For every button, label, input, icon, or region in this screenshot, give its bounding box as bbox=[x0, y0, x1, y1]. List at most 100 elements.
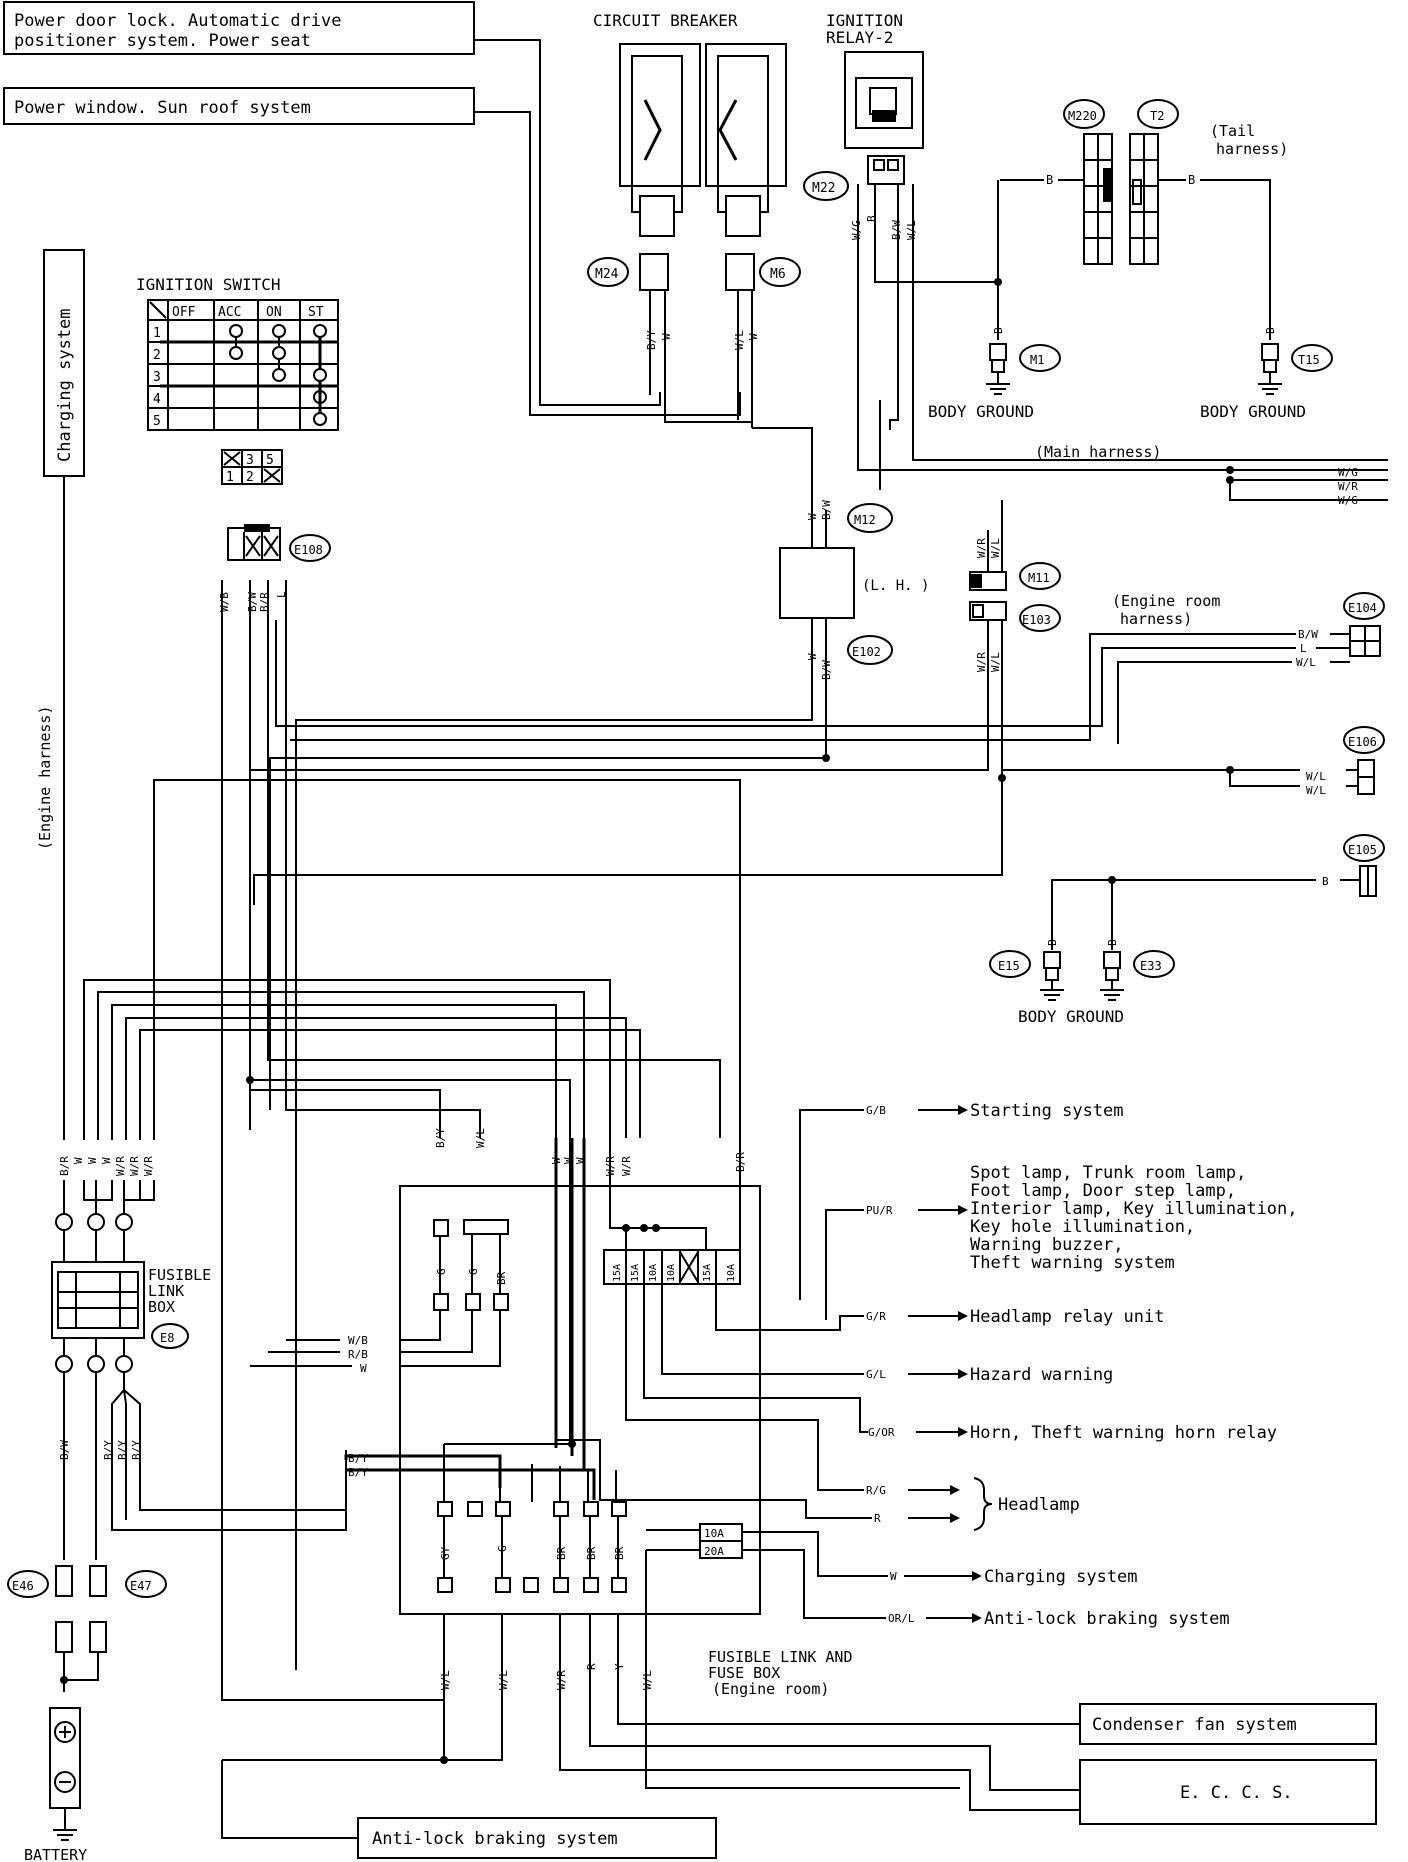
svg-text:B/Y: B/Y bbox=[645, 330, 658, 350]
svg-text:Headlamp relay unit: Headlamp relay unit bbox=[970, 1307, 1164, 1327]
svg-text:W: W bbox=[660, 333, 673, 340]
svg-text:E103: E103 bbox=[1022, 613, 1051, 627]
svg-text:R/G: R/G bbox=[866, 1484, 886, 1497]
svg-text:B: B bbox=[1046, 173, 1053, 187]
svg-text:M6: M6 bbox=[770, 267, 786, 282]
connector-m220: M220 bbox=[1063, 99, 1113, 265]
svg-text:W/L: W/L bbox=[733, 330, 746, 350]
svg-text:R: R bbox=[585, 1663, 598, 1670]
svg-text:BODY GROUND: BODY GROUND bbox=[1018, 1007, 1124, 1026]
svg-text:B/Y: B/Y bbox=[348, 1466, 368, 1479]
connector-e105: E105 B bbox=[1322, 834, 1385, 897]
svg-text:Spot lamp, Trunk room lamp,: Spot lamp, Trunk room lamp, bbox=[970, 1163, 1246, 1183]
connector-m11: M11 bbox=[969, 562, 1061, 591]
svg-text:ST: ST bbox=[308, 305, 324, 320]
svg-text:W/G: W/G bbox=[850, 220, 863, 240]
connector-t2: T2 bbox=[1129, 99, 1179, 265]
svg-text:BR: BR bbox=[495, 1271, 508, 1285]
svg-text:15A: 15A bbox=[612, 1264, 623, 1282]
charging-system-side-box: Charging system bbox=[43, 249, 85, 477]
svg-text:Anti-lock braking system: Anti-lock braking system bbox=[984, 1609, 1230, 1629]
svg-text:E108: E108 bbox=[294, 543, 323, 557]
svg-text:PU/R: PU/R bbox=[866, 1204, 893, 1217]
svg-text:2: 2 bbox=[246, 470, 254, 485]
pin-grid: 3 5 1 2 bbox=[221, 449, 283, 485]
svg-text:W/L: W/L bbox=[641, 1670, 654, 1690]
svg-text:M12: M12 bbox=[854, 513, 876, 527]
svg-text:T15: T15 bbox=[1298, 353, 1320, 367]
svg-text:E102: E102 bbox=[852, 645, 881, 659]
svg-text:W: W bbox=[574, 1157, 587, 1164]
svg-text:1: 1 bbox=[226, 470, 234, 485]
svg-text:E106: E106 bbox=[1348, 735, 1377, 749]
svg-text:harness): harness) bbox=[1120, 610, 1192, 628]
svg-text:Charging system: Charging system bbox=[984, 1567, 1138, 1587]
svg-text:R: R bbox=[874, 1512, 881, 1525]
svg-text:BR: BR bbox=[555, 1546, 568, 1560]
svg-text:W/R: W/R bbox=[620, 1156, 633, 1176]
svg-text:G/B: G/B bbox=[866, 1104, 886, 1117]
svg-text:B: B bbox=[992, 327, 1005, 334]
svg-text:W/G: W/G bbox=[1338, 466, 1358, 479]
svg-text:B: B bbox=[1322, 875, 1329, 888]
connector-e106: E106 W/L W/L bbox=[1306, 726, 1385, 797]
svg-text:FUSIBLE: FUSIBLE bbox=[148, 1266, 211, 1284]
svg-text:M22: M22 bbox=[812, 181, 835, 196]
circuit-breaker-m24: M24 B/Y W bbox=[587, 43, 701, 400]
svg-text:Warning buzzer,: Warning buzzer, bbox=[970, 1235, 1124, 1255]
svg-text:BATTERY: BATTERY bbox=[24, 1846, 87, 1862]
svg-text:IGNITION SWITCH: IGNITION SWITCH bbox=[136, 275, 281, 294]
svg-text:B: B bbox=[1046, 939, 1059, 946]
svg-text:B/W: B/W bbox=[820, 500, 833, 520]
ground-m1: B M1 BODY GROUND bbox=[928, 327, 1061, 421]
svg-text:BODY GROUND: BODY GROUND bbox=[928, 402, 1034, 421]
svg-text:W/L: W/L bbox=[989, 652, 1002, 672]
svg-text:G/OR: G/OR bbox=[868, 1426, 895, 1439]
svg-text:M1: M1 bbox=[1030, 353, 1044, 367]
svg-text:W/B: W/B bbox=[218, 592, 231, 612]
svg-text:10A: 10A bbox=[704, 1527, 724, 1540]
svg-text:FUSE BOX: FUSE BOX bbox=[708, 1664, 780, 1682]
svg-text:G/R: G/R bbox=[866, 1310, 886, 1323]
svg-text:Key hole illumination,: Key hole illumination, bbox=[970, 1217, 1195, 1237]
svg-text:15A: 15A bbox=[702, 1264, 713, 1282]
svg-text:W: W bbox=[86, 1157, 99, 1164]
svg-text:W/L: W/L bbox=[1306, 770, 1326, 783]
svg-text:W: W bbox=[360, 1362, 367, 1375]
svg-text:GY: GY bbox=[439, 1546, 452, 1560]
circuit-breaker-title: CIRCUIT BREAKER bbox=[593, 11, 738, 30]
svg-text:B: B bbox=[865, 215, 878, 222]
svg-text:W: W bbox=[72, 1157, 85, 1164]
fusible-link-box: FUSIBLE LINK BOX E8 bbox=[51, 1180, 211, 1373]
connector-e103: E103 bbox=[969, 601, 1061, 632]
svg-text:BR: BR bbox=[613, 1546, 626, 1560]
svg-text:IGNITION: IGNITION bbox=[826, 11, 903, 30]
circuit-breaker-m6: M6 W/L W bbox=[705, 43, 801, 428]
svg-text:BODY GROUND: BODY GROUND bbox=[1200, 402, 1306, 421]
svg-text:Charging system: Charging system bbox=[55, 308, 75, 462]
svg-text:G: G bbox=[467, 1268, 480, 1275]
svg-text:W/L: W/L bbox=[1296, 656, 1316, 669]
svg-text:Theft warning system: Theft warning system bbox=[970, 1253, 1175, 1273]
svg-text:OR/L: OR/L bbox=[888, 1612, 915, 1625]
svg-text:5: 5 bbox=[153, 414, 161, 429]
svg-text:W/R: W/R bbox=[114, 1156, 127, 1176]
svg-text:B/W: B/W bbox=[1298, 628, 1318, 641]
svg-text:10A: 10A bbox=[648, 1264, 659, 1282]
svg-text:1: 1 bbox=[153, 326, 161, 341]
svg-text:OFF: OFF bbox=[172, 305, 196, 320]
svg-text:Hazard warning: Hazard warning bbox=[970, 1365, 1113, 1385]
svg-text:BOX: BOX bbox=[148, 1298, 175, 1316]
svg-text:M11: M11 bbox=[1028, 571, 1050, 585]
svg-text:W/L: W/L bbox=[1306, 784, 1326, 797]
svg-text:E15: E15 bbox=[998, 959, 1020, 973]
svg-text:W/L: W/L bbox=[439, 1670, 452, 1690]
svg-text:RELAY-2: RELAY-2 bbox=[826, 28, 893, 47]
svg-text:B/Y: B/Y bbox=[130, 1440, 143, 1460]
svg-text:B/Y: B/Y bbox=[116, 1440, 129, 1460]
svg-text:Condenser fan system: Condenser fan system bbox=[1092, 1715, 1297, 1735]
svg-text:W: W bbox=[100, 1157, 113, 1164]
svg-text:B: B bbox=[1188, 173, 1195, 187]
svg-text:ACC: ACC bbox=[218, 305, 241, 320]
